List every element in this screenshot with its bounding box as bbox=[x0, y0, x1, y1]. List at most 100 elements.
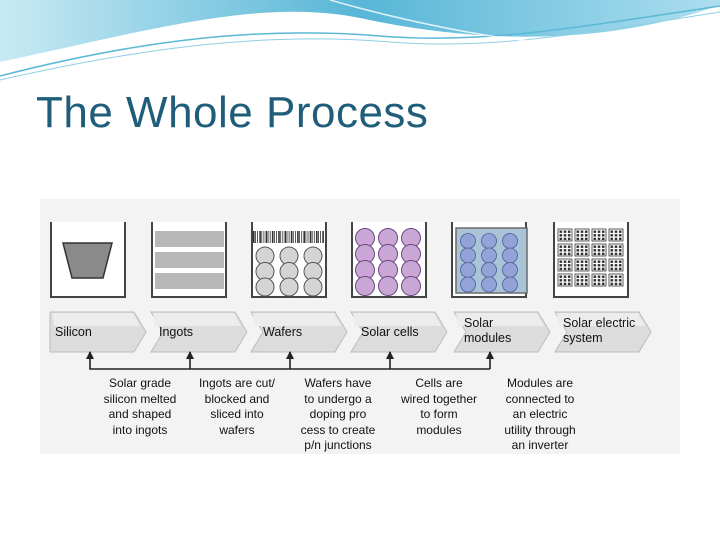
array-cell bbox=[601, 245, 605, 248]
array-cell bbox=[593, 245, 597, 248]
desc-line: Wafers have bbox=[304, 376, 372, 390]
array-cell bbox=[610, 275, 614, 278]
purple-cell-grid-icon bbox=[355, 228, 421, 296]
array-cell bbox=[610, 279, 614, 282]
array-cell bbox=[567, 260, 571, 263]
desc-line: doping pro bbox=[309, 407, 367, 421]
array-cell bbox=[576, 249, 580, 252]
header-wave-decoration bbox=[0, 0, 720, 81]
barcode-bar bbox=[318, 231, 319, 243]
array-cell bbox=[559, 267, 563, 271]
array-cell bbox=[576, 279, 580, 282]
array-cell bbox=[563, 230, 567, 233]
array-cell bbox=[597, 275, 601, 278]
module-cell-disc bbox=[481, 247, 497, 264]
barcode-bar bbox=[290, 231, 293, 243]
array-cell bbox=[601, 230, 605, 233]
array-cell bbox=[580, 267, 584, 271]
array-cell bbox=[563, 279, 567, 282]
solar-cell-disc bbox=[355, 276, 375, 296]
barcode-bar bbox=[309, 231, 312, 243]
array-cell bbox=[610, 234, 614, 237]
array-cell bbox=[593, 275, 597, 278]
barcode-bar bbox=[301, 231, 303, 243]
array-cell bbox=[576, 275, 580, 278]
chevron-highlight bbox=[456, 313, 544, 326]
array-cell bbox=[601, 279, 605, 282]
desc-line: an inverter bbox=[511, 438, 569, 452]
barcode-bar bbox=[299, 231, 300, 243]
array-cell bbox=[610, 264, 614, 267]
array-cell bbox=[559, 264, 563, 267]
array-cell bbox=[618, 264, 622, 267]
array-cell bbox=[610, 260, 614, 263]
array-cell bbox=[580, 260, 584, 263]
barcode-bar bbox=[280, 231, 282, 243]
module-cell-disc bbox=[502, 276, 518, 293]
array-cell bbox=[576, 252, 580, 256]
desc-line: silicon melted bbox=[103, 391, 177, 406]
array-cell bbox=[614, 249, 618, 252]
module-cell-disc bbox=[502, 233, 518, 249]
step-label-silicon: Silicon bbox=[55, 325, 92, 339]
solar-cell-disc bbox=[378, 276, 398, 296]
desc-line: to undergo a bbox=[304, 391, 372, 406]
description-solar-modules: Modules are connected to an electric uti… bbox=[492, 376, 588, 454]
barcode-bar bbox=[259, 231, 261, 243]
array-cell bbox=[597, 267, 601, 271]
array-cell bbox=[601, 234, 605, 237]
array-cell bbox=[576, 245, 580, 248]
array-cell bbox=[559, 249, 563, 252]
array-cell bbox=[580, 234, 584, 237]
barcode-bar bbox=[267, 231, 269, 243]
step-label-wafers: Wafers bbox=[263, 325, 303, 339]
array-cell bbox=[597, 234, 601, 237]
array-cell bbox=[597, 230, 601, 233]
array-cell bbox=[593, 282, 597, 286]
array-cell bbox=[601, 249, 605, 252]
array-cell bbox=[593, 267, 597, 271]
array-cell bbox=[567, 249, 571, 252]
array-cell bbox=[618, 237, 622, 241]
array-cell bbox=[563, 267, 567, 271]
description-wafers: Wafers have to undergo a doping pro cess… bbox=[290, 376, 386, 454]
array-cell bbox=[593, 234, 597, 237]
array-cell bbox=[584, 260, 588, 263]
wafer-disc bbox=[303, 277, 323, 297]
ingot-slabs-icon bbox=[155, 231, 224, 289]
desc-line: Ingots are cut/ bbox=[198, 376, 276, 390]
array-cell bbox=[597, 249, 601, 252]
desc-line: Solar grade bbox=[108, 376, 172, 390]
barcode-bar bbox=[271, 231, 274, 243]
chevron-highlight bbox=[52, 313, 140, 326]
array-cell bbox=[567, 282, 571, 286]
chevron-highlight bbox=[353, 313, 441, 326]
barcode-bar bbox=[284, 231, 287, 243]
barcode-bar bbox=[265, 231, 268, 243]
barcode-bar bbox=[322, 231, 324, 243]
step-label-solar-modules-line2: modules bbox=[464, 331, 512, 345]
barcode-bar bbox=[276, 231, 277, 243]
array-cell bbox=[601, 275, 605, 278]
array-cell bbox=[576, 267, 580, 271]
desc-line: Modules are bbox=[506, 376, 574, 390]
array-cell bbox=[610, 252, 614, 256]
array-cell bbox=[597, 264, 601, 267]
array-cell bbox=[610, 237, 614, 241]
array-cell bbox=[584, 267, 588, 271]
barcode-bar bbox=[288, 231, 290, 243]
array-cell bbox=[601, 260, 605, 263]
array-cell bbox=[576, 264, 580, 267]
desc-line: into ingots bbox=[112, 422, 168, 437]
arrowhead-4 bbox=[386, 351, 394, 359]
array-cell bbox=[614, 252, 618, 256]
barcode-bar bbox=[257, 231, 258, 243]
array-cell bbox=[584, 252, 588, 256]
array-cell bbox=[614, 245, 618, 248]
array-cell bbox=[593, 252, 597, 256]
array-cell bbox=[580, 275, 584, 278]
array-cell bbox=[584, 264, 588, 267]
step-label-solar-modules: Solar modules bbox=[464, 316, 511, 346]
module-cell-disc bbox=[460, 262, 476, 278]
array-cell bbox=[614, 260, 618, 263]
